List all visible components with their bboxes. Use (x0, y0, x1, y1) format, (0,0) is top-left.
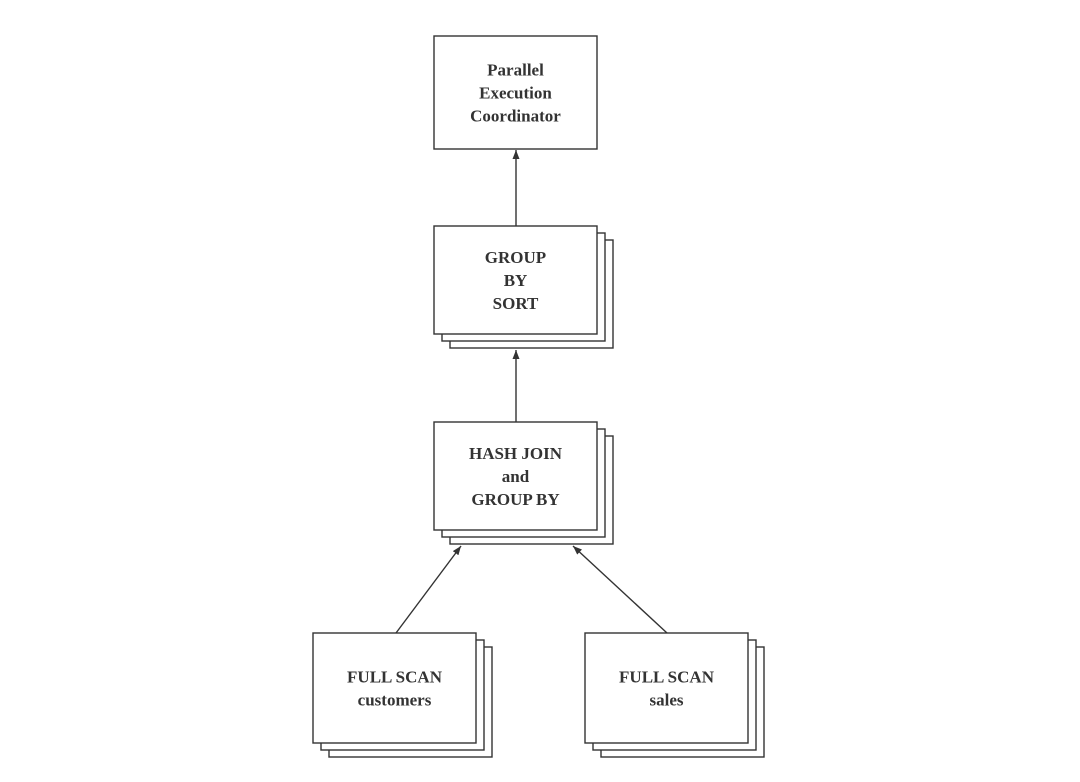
node-label-line: GROUP (485, 248, 546, 267)
node-label-line: sales (650, 691, 684, 710)
node-label-line: and (502, 467, 530, 486)
node-full-scan-sales: FULL SCAN sales (584, 632, 765, 758)
node-label-line: BY (504, 271, 528, 290)
edges-layer (395, 150, 668, 634)
node-box (433, 421, 598, 531)
node-label-line: GROUP BY (471, 490, 559, 509)
node-label-line: FULL SCAN (347, 668, 443, 687)
node-box (312, 632, 477, 744)
node-box (433, 35, 598, 150)
arrow-full-scan-sales-to-hash-join-group-by (572, 545, 668, 634)
node-label-line: Parallel (487, 61, 544, 80)
node-box (433, 225, 598, 335)
node-label-line: HASH JOIN (469, 444, 563, 463)
node-box (584, 632, 749, 744)
node-label-line: Coordinator (470, 107, 561, 126)
node-group-by-sort: GROUP BY SORT (433, 225, 614, 349)
arrow-full-scan-customers-to-hash-join-group-by (395, 545, 462, 634)
node-label-line: FULL SCAN (619, 668, 715, 687)
node-label-line: SORT (493, 294, 539, 313)
node-label-line: Execution (479, 84, 552, 103)
node-label-line: customers (358, 691, 432, 710)
node-full-scan-customers: FULL SCAN customers (312, 632, 493, 758)
